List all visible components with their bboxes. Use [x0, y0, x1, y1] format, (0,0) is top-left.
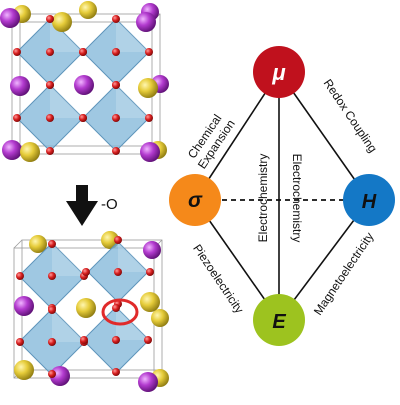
node-h: H [343, 174, 395, 226]
oxygen-atom [112, 114, 120, 122]
a-site-atom-purple [14, 296, 34, 316]
a-site-atom-yellow [101, 231, 119, 249]
node-h-circle [343, 174, 395, 226]
oxygen-atom [13, 48, 21, 56]
octahedron-face [116, 19, 149, 52]
label-chemical-expansion: Chemical Expansion [185, 112, 238, 172]
oxygen-atom [145, 114, 153, 122]
a-site-atom-yellow [20, 142, 40, 162]
oxygen-atom [112, 48, 120, 56]
oxygen-atom [112, 336, 120, 344]
node-sigma-circle [169, 174, 221, 226]
coupling-diagram: Chemical Expansion Redox Coupling Piezoe… [169, 46, 395, 346]
oxygen-atom [145, 48, 153, 56]
oxygen-atom [46, 15, 54, 23]
oxygen-atom [46, 114, 54, 122]
a-site-atom-purple [2, 140, 22, 160]
label-electrochemistry-left: Electrochemistry [256, 154, 270, 243]
a-site-atom-purple [138, 372, 158, 392]
oxygen-atom [80, 336, 88, 344]
oxygen-atom [48, 370, 56, 378]
node-e-symbol: E [272, 311, 286, 333]
oxygen-atom [48, 306, 56, 314]
label-magnetoelectricity: Magnetoelectricity [311, 230, 377, 318]
node-e: E [253, 294, 305, 346]
node-h-symbol: H [362, 191, 377, 213]
a-site-atom-yellow [79, 1, 97, 19]
oxygen-atom [112, 81, 120, 89]
node-e-circle [253, 294, 305, 346]
a-site-atom-yellow [76, 298, 96, 318]
a-site-atom-yellow [138, 78, 158, 98]
a-site-atom-yellow [14, 360, 34, 380]
oxygen-vacancy-ring [101, 298, 139, 326]
octahedron-face [52, 309, 85, 342]
arrow-label: -O [101, 196, 118, 213]
oxygen-atom [48, 338, 56, 346]
perovskite-structure-bottom [13, 231, 169, 392]
oxygen-atom [13, 114, 21, 122]
oxygen-atom [112, 147, 120, 155]
a-site-atom-purple [50, 366, 70, 386]
a-site-atom-yellow [29, 235, 47, 253]
oxygen-atom [112, 15, 120, 23]
oxygen-atom [46, 81, 54, 89]
a-site-atom-purple [10, 76, 30, 96]
a-site-atom-purple [136, 12, 156, 32]
octahedron-face [50, 85, 83, 118]
a-site-atom-purple [74, 75, 94, 95]
a-site-atom-yellow [52, 12, 72, 32]
oxygen-atom [146, 268, 154, 276]
oxygen-atom [112, 304, 120, 312]
octahedron-face [116, 85, 149, 118]
oxygen-atom [112, 368, 120, 376]
oxygen-atom [82, 268, 90, 276]
node-mu-circle [253, 46, 305, 98]
unit-cell-edge [13, 239, 23, 249]
a-site-atom-yellow [140, 292, 160, 312]
label-electrochemistry-right: Electrochemistry [290, 154, 304, 243]
a-site-atom-purple [0, 8, 20, 28]
reduction-arrow [66, 185, 98, 226]
a-site-atom-purple [140, 142, 160, 162]
perovskite-structure-top [0, 1, 169, 162]
octahedron-face [116, 307, 149, 340]
oxygen-atom [48, 272, 56, 280]
oxygen-atom [48, 240, 56, 248]
oxygen-atom [114, 236, 122, 244]
edge-mu-h [278, 71, 370, 201]
node-mu-symbol: μ [271, 60, 285, 85]
oxygen-atom [46, 147, 54, 155]
node-sigma: σ [169, 174, 221, 226]
oxygen-atom [16, 272, 24, 280]
oxygen-atom [79, 114, 87, 122]
node-sigma-symbol: σ [188, 189, 203, 212]
label-piezoelectricity: Piezoelectricity [190, 242, 246, 316]
octahedron-face [118, 242, 148, 272]
oxygen-atom [79, 48, 87, 56]
node-mu: μ [253, 46, 305, 98]
oxygen-atom [114, 268, 122, 276]
a-site-atom-purple [143, 241, 161, 259]
oxygen-atom [46, 48, 54, 56]
oxygen-atom [144, 336, 152, 344]
octahedron-face [52, 243, 85, 276]
a-site-atom-yellow [151, 309, 169, 327]
oxygen-atom [16, 338, 24, 346]
